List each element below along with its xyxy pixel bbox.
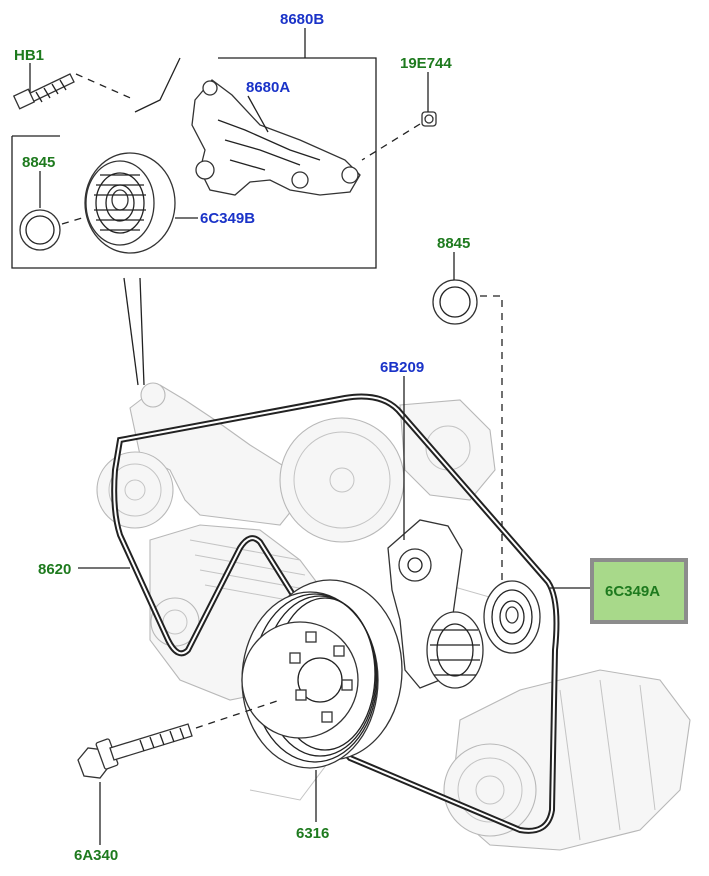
cap-8845-right (432, 279, 503, 580)
pulley-6c349a (483, 580, 541, 654)
label-8680a[interactable]: 8680A (246, 79, 290, 96)
cap-8845-top (19, 209, 93, 251)
label-19e744[interactable]: 19E744 (400, 55, 452, 72)
pulley-6316 (241, 579, 403, 769)
fastener-19e744 (361, 111, 437, 161)
part-labels: HB1 8680B 8680A 19E744 8845 6C349B 8845 … (14, 11, 660, 864)
bolt-6a340 (77, 699, 281, 779)
label-6316[interactable]: 6316 (296, 825, 329, 842)
highlight-box-6c349a (590, 558, 688, 624)
engine-background (96, 382, 691, 851)
label-6b209[interactable]: 6B209 (380, 359, 424, 376)
label-8620[interactable]: 8620 (38, 561, 71, 578)
bolt-hb1 (12, 73, 136, 110)
label-8845-top[interactable]: 8845 (22, 154, 55, 171)
label-hb1[interactable]: HB1 (14, 47, 44, 64)
inset-box (11, 57, 377, 386)
label-8845-right[interactable]: 8845 (437, 235, 470, 252)
label-6a340[interactable]: 6A340 (74, 847, 118, 864)
label-8680b[interactable]: 8680B (280, 11, 324, 28)
pulley-6c349b (84, 152, 176, 254)
leader-lines (29, 28, 592, 845)
label-6c349a[interactable]: 6C349A (605, 583, 660, 600)
bracket-8680a (191, 79, 361, 196)
tensioner-6b209 (387, 519, 484, 689)
label-6c349b[interactable]: 6C349B (200, 210, 255, 227)
